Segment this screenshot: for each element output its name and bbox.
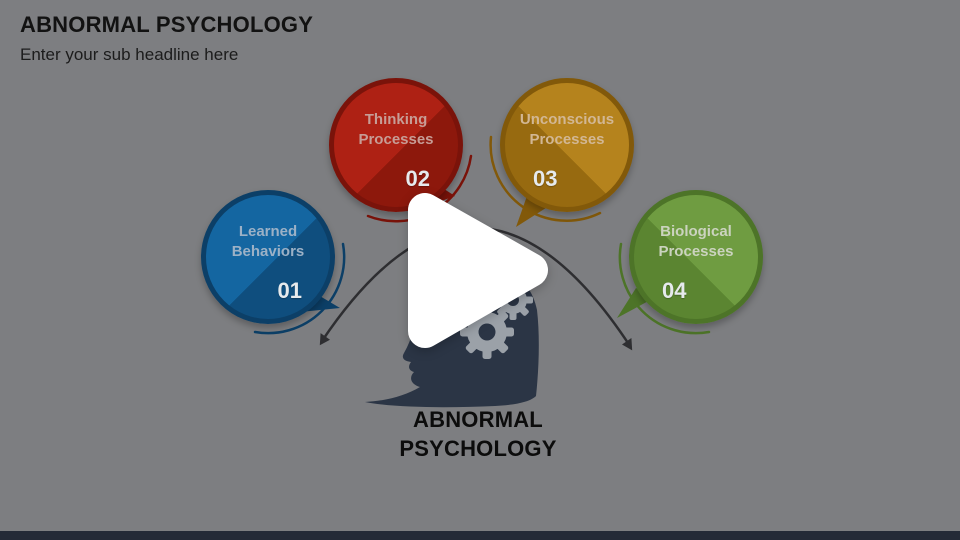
node-unconscious-processes: Unconscious Processes 03 [500,78,634,212]
caption-line-2: PSYCHOLOGY [399,436,557,461]
node-number: 01 [277,278,302,303]
node-number: 03 [533,166,558,191]
arc-arrowhead-right-icon [622,338,633,351]
player-progress-bar[interactable] [0,531,960,540]
node-label: Unconscious Processes [519,111,615,148]
node-learned-behaviors: Learned Behaviors 01 [201,190,335,324]
node-label: Thinking Processes [358,111,434,148]
node-label: Biological Processes [658,223,734,260]
slide-title: ABNORMAL PSYCHOLOGY [20,12,314,37]
node-number: 02 [405,166,430,191]
play-button[interactable] [395,180,565,360]
crescent-arc-biological [618,242,711,335]
node-biological-processes: Biological Processes 04 [629,190,763,324]
crescent-arc-learned [253,242,346,335]
node-label: Learned Behaviors [231,223,305,260]
play-icon [408,193,548,348]
arc-arrowhead-left-icon [319,333,330,346]
slide-subtitle: Enter your sub headline here [20,45,239,64]
node-number: 04 [662,278,687,303]
node-thinking-processes: Thinking Processes 02 [329,78,463,212]
caption-line-1: ABNORMAL [413,407,543,432]
slide-header: ABNORMAL PSYCHOLOGY Enter your sub headl… [20,12,313,65]
slide-caption: ABNORMAL PSYCHOLOGY [328,405,628,463]
